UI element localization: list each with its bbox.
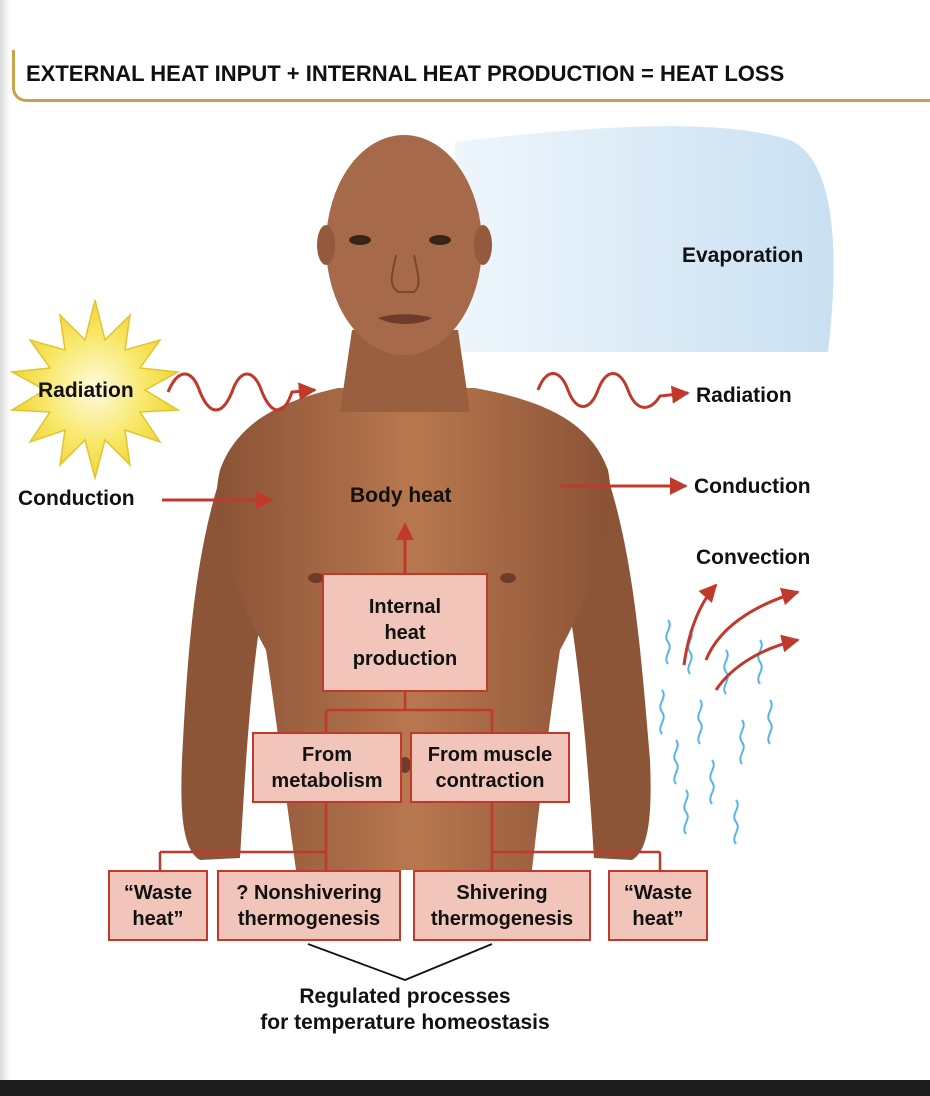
nonshivering-thermogenesis-box: ? Nonshivering thermogenesis [217,870,401,941]
radiation-in-wave [166,372,317,412]
header-rule [12,50,930,102]
waste-heat-left-box: “Waste heat” [108,870,208,941]
sun-icon [9,299,181,481]
internal-heat-production-box: Internal heat production [322,573,488,692]
page-title: EXTERNAL HEAT INPUT + INTERNAL HEAT PROD… [26,61,785,86]
regulated-processes-caption: Regulated processes for temperature home… [260,985,550,1035]
body-heat-label: Body heat [350,484,452,507]
from-metabolism-box: From metabolism [252,732,402,803]
waste-heat-right-box: “Waste heat” [608,870,708,941]
page-edge-shadow [0,0,10,1080]
conduction-out-label: Conduction [694,475,811,498]
convection-arrows [682,583,800,691]
conduction-in-label: Conduction [18,487,135,510]
convection-squiggles [659,619,773,845]
shivering-thermogenesis-box: Shivering thermogenesis [413,870,591,941]
radiation-in-label: Radiation [38,379,134,402]
convection-label: Convection [696,546,811,569]
evaporation-label: Evaporation [682,244,804,267]
bottom-bar [0,1080,930,1096]
caption-bracket [307,943,493,981]
radiation-out-wave [536,372,690,409]
radiation-out-label: Radiation [696,384,792,407]
from-muscle-contraction-box: From muscle contraction [410,732,570,803]
evaporation-cloud [455,126,834,352]
flow-connectors [158,692,662,872]
